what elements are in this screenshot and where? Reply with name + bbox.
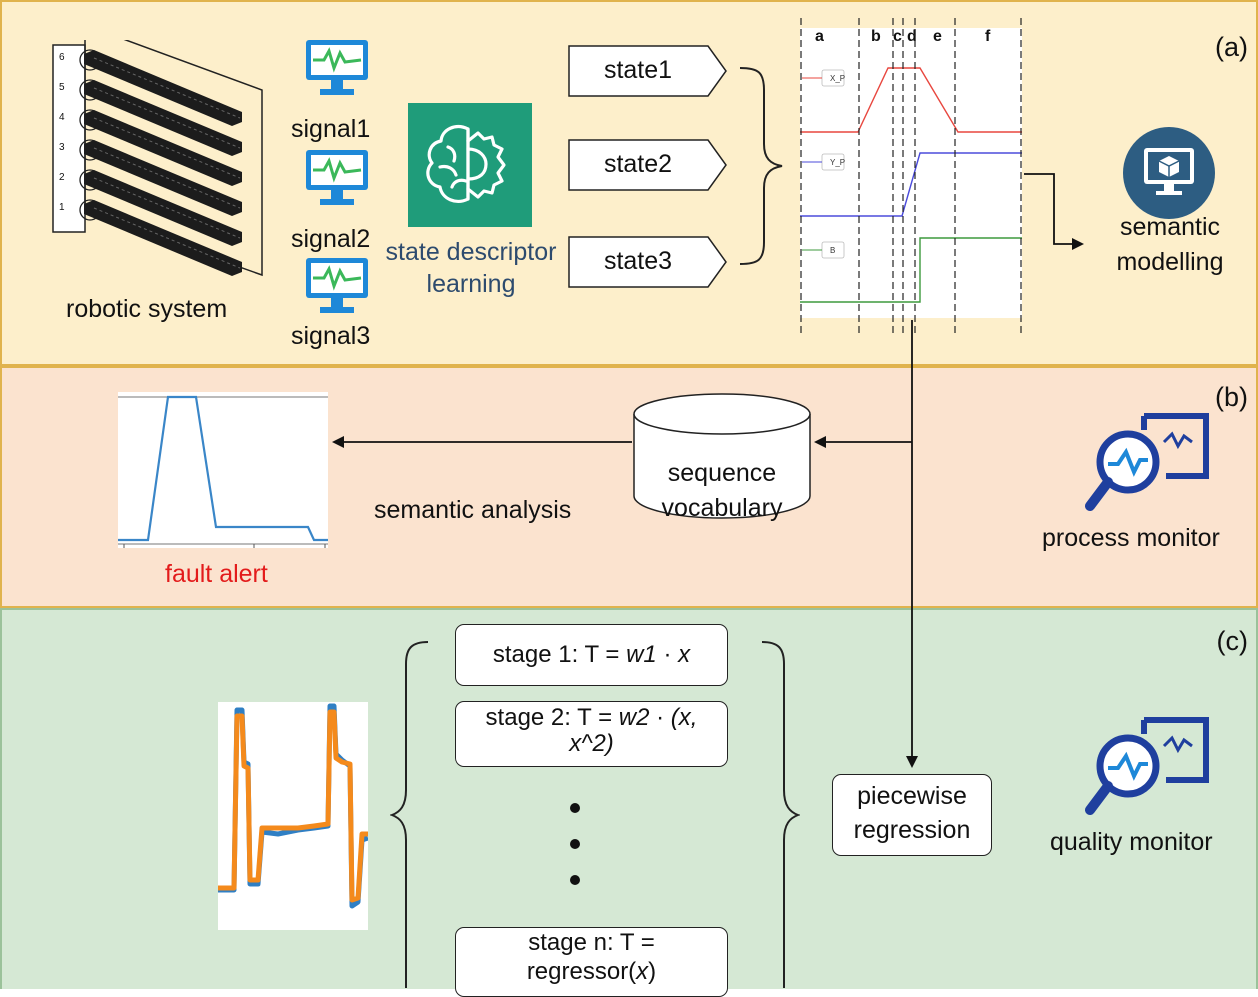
- rail-arm: [84, 170, 242, 246]
- stagen-regressor: regressor(: [526, 957, 637, 985]
- fault-alert-label: fault alert: [165, 560, 268, 588]
- state3-box: state3: [568, 236, 728, 288]
- stage1-variable: x: [678, 641, 691, 668]
- stages-ellipsis: [570, 803, 580, 885]
- stage2-dot: ·: [649, 704, 671, 731]
- timing-diagram-svg: X_P Y_P B: [800, 67, 1022, 303]
- trace-legend-label: Y_P: [830, 158, 845, 167]
- rail-detail: [93, 207, 241, 269]
- signal3-monitor-icon: [306, 258, 368, 313]
- stages-left-brace: [390, 641, 429, 988]
- stagen-variable: x: [636, 957, 649, 985]
- rail-arm: [84, 140, 242, 216]
- signal2-label: signal2: [291, 225, 371, 253]
- piecewise-line2: regression: [853, 816, 971, 845]
- robotic-system-graphic: [52, 40, 263, 277]
- rail-detail: [93, 57, 241, 119]
- panel-label-b: (b): [1215, 382, 1248, 412]
- stage2-box: stage 2: T = w2 · (x, x^2): [455, 701, 728, 767]
- trace-legend-label: B: [830, 246, 835, 255]
- segment-letter: d: [907, 28, 917, 45]
- segment-letter: b: [871, 28, 881, 45]
- slot-number: 3: [59, 142, 65, 153]
- state1-box: state1: [568, 45, 728, 97]
- segment-letter: e: [933, 28, 942, 45]
- trace-x-p: [800, 67, 1022, 133]
- stage2-prefix: stage 2: T =: [485, 704, 619, 731]
- stages-right-brace: [761, 641, 800, 988]
- state2-label: state2: [603, 150, 673, 178]
- rail-arm: [84, 110, 242, 186]
- rail-detail: [93, 87, 241, 149]
- semantic-modelling-line2: modelling: [1116, 248, 1224, 277]
- brain-gear-icon: [408, 103, 532, 227]
- stage2-args: (x,: [670, 704, 698, 731]
- stagen-line1: stage n: T =: [528, 929, 655, 956]
- panel-label-c: (c): [1216, 626, 1248, 656]
- regression-plot-svg: [218, 703, 368, 909]
- timing-diagram: X_P Y_P B: [800, 28, 1022, 318]
- signal1-monitor-icon: [306, 40, 368, 95]
- rail-detail: [93, 117, 241, 179]
- fault-plot-svg: [118, 395, 328, 548]
- piecewise-line1: piecewise: [857, 782, 967, 810]
- segment-dividers: [800, 18, 1022, 334]
- stage1-weight: w1: [626, 641, 657, 668]
- segment-letter: a: [815, 28, 824, 45]
- state-descriptor-label: state descriptor learning: [376, 239, 566, 298]
- slot-number: 5: [59, 82, 65, 93]
- semantic-modelling-line1: semantic: [1119, 213, 1221, 241]
- process-monitor-label: process monitor: [1042, 524, 1220, 552]
- quality-monitor-icon: [1085, 717, 1209, 815]
- robotic-system-caption: robotic system: [66, 295, 228, 323]
- state-descriptor-line1: state descriptor: [385, 238, 557, 266]
- quality-monitor-label: quality monitor: [1050, 828, 1213, 856]
- slot-number: 2: [59, 172, 65, 183]
- fault-plot: [118, 392, 328, 548]
- slot-number: 4: [59, 112, 65, 123]
- signal1-label: signal1: [291, 115, 371, 143]
- rail-arm: [84, 200, 242, 276]
- panel-label-a: (a): [1215, 32, 1248, 62]
- stage1-dot: ·: [656, 641, 679, 668]
- arrow-to-semantic-modelling: [1024, 173, 1084, 250]
- slot-number: 1: [59, 202, 65, 213]
- segment-letter: c: [893, 28, 902, 45]
- state3-label: state3: [603, 247, 673, 275]
- stage2-line2: x^2): [569, 729, 614, 757]
- state1-label: state1: [603, 56, 673, 84]
- rail-detail: [93, 177, 241, 239]
- signal2-monitor-icon: [306, 150, 368, 205]
- stage1-prefix: stage 1: T =: [492, 641, 627, 668]
- state-descriptor-line2: learning: [426, 270, 516, 299]
- rail-detail: [93, 147, 241, 209]
- stage2-weight: w2: [618, 704, 650, 731]
- state-brace: [739, 67, 783, 265]
- sequence-vocabulary-cylinder: [633, 393, 811, 519]
- piecewise-regression-box: piecewise regression: [832, 774, 992, 856]
- trace-y-p: [800, 152, 1022, 217]
- semantic-analysis-label: semantic analysis: [374, 496, 572, 524]
- vocabulary-line2: vocabulary: [661, 494, 783, 523]
- slot-number: 6: [59, 52, 65, 63]
- signal3-label: signal3: [291, 322, 371, 350]
- stage1-box: stage 1: T = w1 · x: [455, 624, 728, 686]
- segment-letter: f: [985, 28, 991, 45]
- stagen-close: ): [648, 957, 657, 985]
- semantic-modelling-icon: [1123, 127, 1215, 219]
- process-monitor-icon: [1085, 413, 1209, 511]
- semantic-modelling-label: semantic modelling: [1100, 214, 1240, 276]
- stagen-box: stage n: T = regressor(x): [455, 927, 728, 997]
- regression-plot: [218, 702, 368, 930]
- sequence-vocabulary-label: sequence vocabulary: [632, 460, 812, 522]
- trace-b: [800, 237, 1022, 303]
- trace-legend-label: X_P: [830, 74, 845, 83]
- state2-box: state2: [568, 139, 728, 191]
- vocabulary-line1: sequence: [667, 459, 777, 487]
- rail-arm: [84, 50, 242, 126]
- rail-arm: [84, 80, 242, 156]
